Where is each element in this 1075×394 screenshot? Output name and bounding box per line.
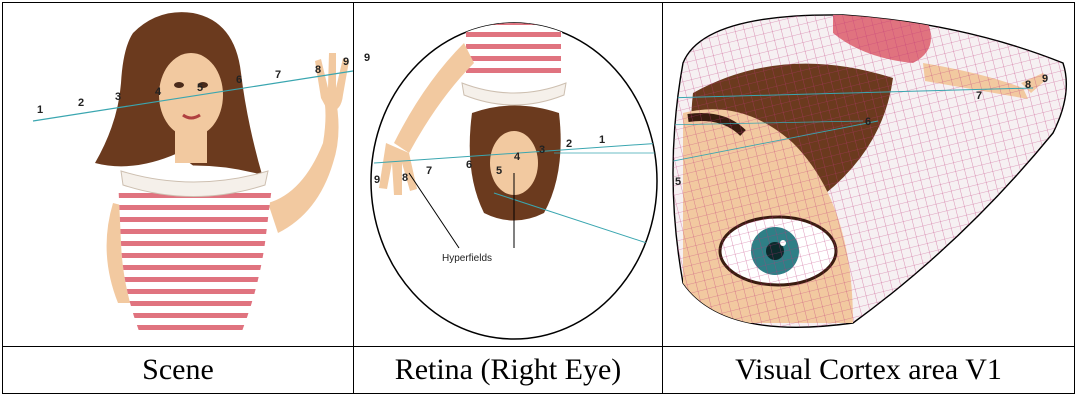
retina-num-9a: 9	[374, 174, 380, 186]
scene-num-1: 1	[37, 104, 43, 116]
caption-row: Scene Retina (Right Eye) Visual Cortex a…	[3, 347, 1075, 394]
retina-num-7: 7	[426, 165, 432, 177]
retina-illustration: Hyperfields 1 2 3 4 5 6 7 8 9 9	[354, 3, 662, 341]
scene-illustration: 1 2 3 4 5 6 7 8 9	[3, 3, 353, 341]
cortex-num-7: 7	[976, 90, 982, 102]
retina-num-9b: 9	[364, 52, 370, 64]
cortex-num-6: 6	[865, 116, 871, 128]
cortex-caption: Visual Cortex area V1	[663, 347, 1075, 394]
scene-num-7: 7	[275, 69, 281, 81]
retina-num-1: 1	[599, 134, 605, 146]
scene-num-8: 8	[315, 64, 321, 76]
retina-num-8: 8	[402, 172, 408, 184]
retina-num-3: 3	[539, 144, 545, 156]
scene-num-3: 3	[115, 91, 121, 103]
scene-num-9: 9	[343, 56, 349, 68]
cortex-panel: 5 6 7 8 9	[663, 3, 1075, 347]
retina-num-5: 5	[496, 165, 502, 177]
scene-panel: 1 2 3 4 5 6 7 8 9	[3, 3, 354, 347]
scene-num-4: 4	[155, 86, 162, 98]
cortex-num-5: 5	[675, 176, 681, 188]
scene-num-5: 5	[197, 82, 203, 94]
scene-num-6: 6	[236, 74, 242, 86]
hyperfields-label: Hyperfields	[442, 253, 492, 264]
scene-num-2: 2	[78, 97, 84, 109]
cortex-num-8: 8	[1025, 79, 1031, 91]
retina-num-4: 4	[514, 151, 521, 163]
scene-caption: Scene	[3, 347, 354, 394]
cortex-illustration: 5 6 7 8 9	[663, 3, 1074, 341]
retina-num-2: 2	[566, 138, 572, 150]
retina-caption: Retina (Right Eye)	[354, 347, 663, 394]
image-row: 1 2 3 4 5 6 7 8 9	[3, 3, 1075, 347]
cortex-num-9: 9	[1042, 73, 1048, 85]
retina-num-6: 6	[466, 159, 472, 171]
retina-panel: Hyperfields 1 2 3 4 5 6 7 8 9 9	[354, 3, 663, 347]
